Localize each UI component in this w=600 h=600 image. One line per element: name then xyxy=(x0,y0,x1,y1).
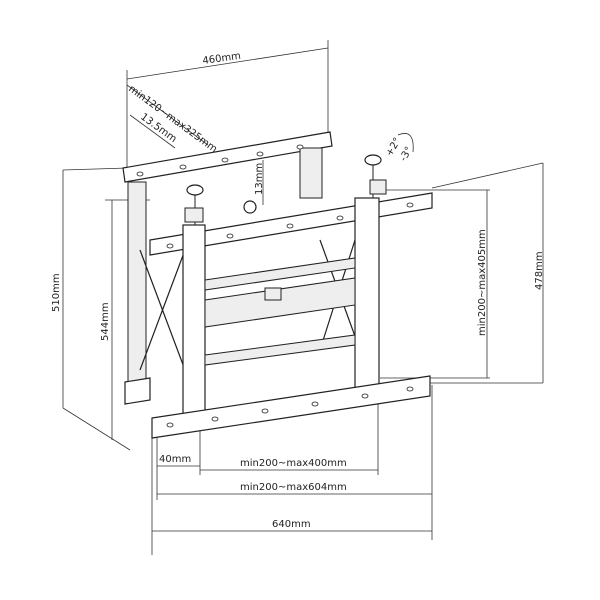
label-tilt-minus: -3° xyxy=(398,145,415,163)
label-total-height: 544mm xyxy=(100,302,111,341)
label-total-width: 640mm xyxy=(272,519,311,530)
front-frame xyxy=(149,192,433,439)
wall-plate xyxy=(122,131,333,405)
label-frame-height: 478mm xyxy=(534,251,545,290)
label-vertical-micro: 13mm xyxy=(254,163,265,195)
adjustment-knobs xyxy=(184,154,387,225)
label-wall-plate-height: 510mm xyxy=(51,273,62,312)
label-horizontal-vesa-inner: min200~max400mm xyxy=(240,458,347,469)
label-horizontal-vesa-outer: min200~max604mm xyxy=(240,482,347,493)
dimension-lines xyxy=(62,40,544,555)
label-overall-depth: 460mm xyxy=(202,51,242,67)
label-vertical-vesa: min200~max405mm xyxy=(477,229,488,336)
label-edge-offset: 40mm xyxy=(159,454,191,465)
front-rail-holes xyxy=(166,202,414,428)
wall-plate-holes xyxy=(136,144,304,177)
tilt-rotation-arrow xyxy=(397,133,414,153)
